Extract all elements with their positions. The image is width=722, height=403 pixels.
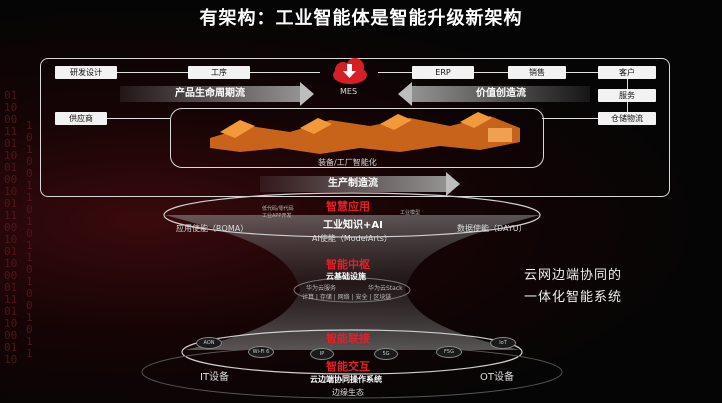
cloud-edge-os-label: 云边端协同操作系统 [310, 374, 382, 385]
aon-node: AON [196, 337, 222, 349]
iot-node: IoT [490, 337, 516, 349]
data-enable-label: 数据使能（DAYU） [457, 223, 527, 234]
huawei-stack-label: 华为云Stack [368, 283, 403, 292]
ai-enable-label: AI使能（ModelArts） [312, 233, 392, 244]
app-enable-label: 应用使能（ROMA） [176, 223, 248, 234]
caption-line-2: 一体化智能系统 [524, 286, 622, 305]
f5g-node: F5G [436, 346, 462, 358]
ot-devices-label: OT设备 [480, 368, 514, 383]
smart-interact-heading: 智能交互 [326, 358, 370, 374]
smart-apps-heading: 智慧应用 [326, 198, 370, 214]
industry-ai-label: 工业知识+AI [323, 216, 383, 231]
industry-model-label: 工业模型 [400, 209, 420, 216]
cloud-infra-label: 云基础设施 [326, 271, 366, 282]
app-dev-label: 工业APP开发 [262, 212, 291, 219]
wifi6-node: Wi-Fi 6 [248, 346, 274, 358]
5g-node: 5G [374, 348, 398, 360]
caption-line-1: 云网边端协同的 [524, 264, 622, 283]
it-devices-label: IT设备 [200, 368, 229, 383]
low-code-label: 低代码/零代码 [262, 205, 294, 212]
edge-eco-label: 边缘生态 [332, 387, 364, 398]
smart-hub-heading: 智能中枢 [326, 256, 370, 272]
smart-connect-heading: 智能联接 [326, 330, 370, 346]
huawei-cloud-label: 华为云服务 [306, 283, 336, 292]
infra-items-label: 计算 | 存储 | 网络 | 安全 | 区块链 [302, 292, 391, 301]
